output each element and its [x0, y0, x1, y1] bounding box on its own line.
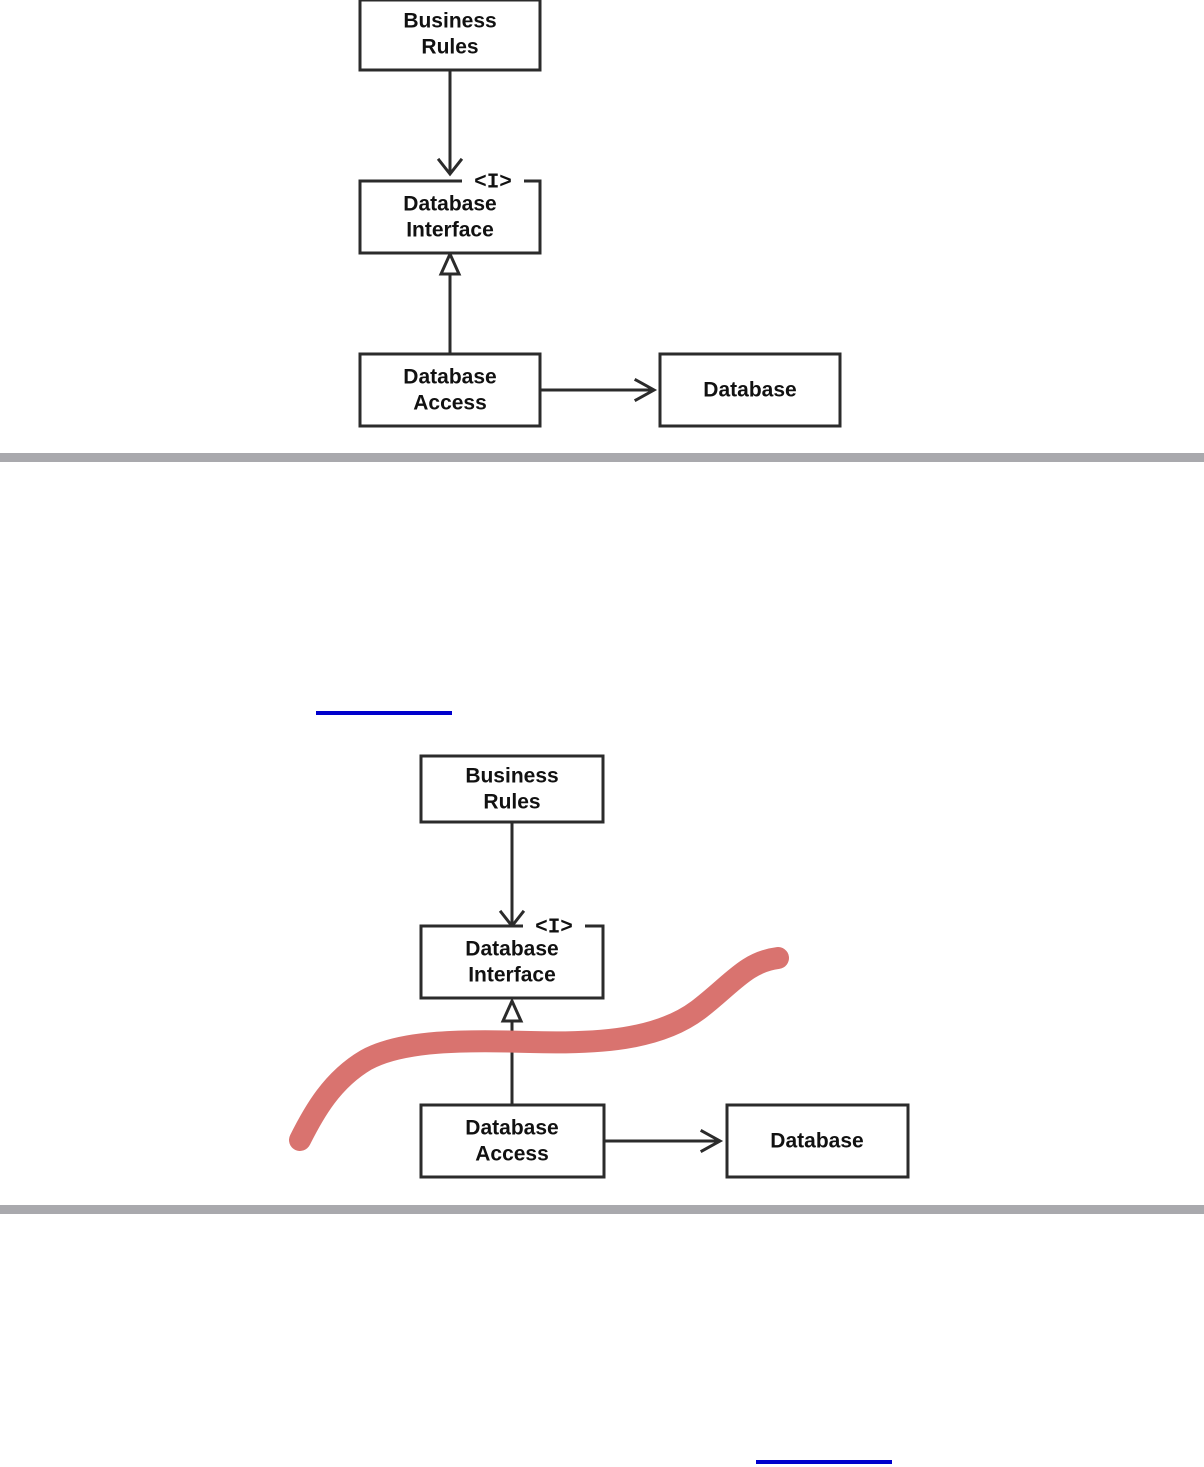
node-database-access[interactable]: Database Access: [358, 352, 542, 428]
node-database-label: Database: [770, 1130, 863, 1153]
section-divider-rule-1: [0, 453, 1204, 462]
interface-stereotype-marker: <I>: [535, 917, 573, 940]
edge-business-rules-to-database-interface: [498, 822, 526, 929]
node-database-access-label-line1: Database: [465, 1117, 558, 1140]
node-database-label: Database: [703, 379, 796, 402]
node-database[interactable]: Database: [725, 1103, 910, 1179]
node-business-rules-label-line2: Rules: [483, 791, 540, 814]
node-database[interactable]: Database: [658, 352, 842, 428]
node-database-interface-label-line1: Database: [465, 938, 558, 961]
node-business-rules-label-line1: Business: [465, 765, 558, 788]
node-database-access-label-line2: Access: [475, 1143, 549, 1166]
interface-stereotype-marker: <I>: [474, 172, 512, 195]
edge-database-access-to-database: [604, 1128, 724, 1154]
architecture-diagram-bottom: Business Rules <I> Database Interface Da…: [280, 740, 940, 1200]
edge-database-access-to-database: [540, 377, 658, 403]
section-divider-rule-2: [0, 1205, 1204, 1214]
document-link-upper[interactable]: [316, 697, 452, 715]
node-database-interface-label-line2: Interface: [468, 964, 556, 987]
node-database-access[interactable]: Database Access: [419, 1103, 606, 1179]
architecture-diagram-top: Business Rules <I> Database Interface Da…: [340, 0, 880, 442]
node-business-rules-label-line1: Business: [403, 10, 496, 33]
document-link-lower[interactable]: [756, 1446, 892, 1464]
node-database-interface[interactable]: <I> Database Interface: [358, 172, 542, 255]
node-business-rules[interactable]: Business Rules: [358, 0, 542, 72]
node-business-rules[interactable]: Business Rules: [419, 754, 605, 824]
boundary-highlight-annotation: [289, 947, 789, 1151]
node-database-access-label-line2: Access: [413, 392, 487, 415]
node-business-rules-label-line2: Rules: [421, 36, 478, 59]
edge-database-access-to-database-interface: [438, 250, 462, 364]
node-database-interface-label-line2: Interface: [406, 219, 494, 242]
node-database-access-label-line1: Database: [403, 366, 496, 389]
node-database-interface-label-line1: Database: [403, 193, 496, 216]
edge-database-access-to-database-interface: [500, 997, 524, 1105]
edge-business-rules-to-database-interface: [436, 70, 464, 177]
node-database-interface[interactable]: <I> Database Interface: [419, 917, 605, 1000]
